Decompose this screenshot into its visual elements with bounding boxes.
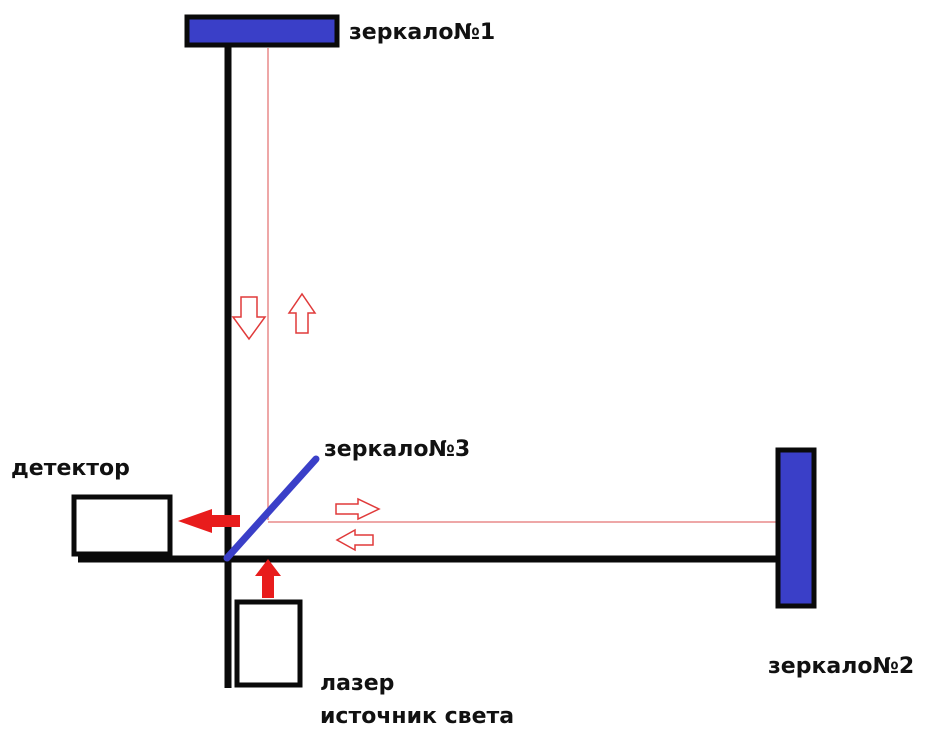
mirror-1-label: зеркало№1 bbox=[349, 20, 495, 45]
mirror-2 bbox=[775, 447, 817, 609]
down-arrow-icon bbox=[231, 296, 267, 341]
mirror-1 bbox=[184, 14, 340, 48]
laser-label: лазер bbox=[320, 671, 394, 696]
mirror-3-label: зеркало№3 bbox=[324, 437, 470, 462]
mirror-2-label: зеркало№2 bbox=[768, 654, 914, 679]
laser-beam-arrow bbox=[255, 559, 281, 598]
mirror-3-beam-splitter bbox=[223, 455, 320, 562]
detector-label: детектор bbox=[11, 456, 130, 481]
up-arrow-icon bbox=[287, 292, 317, 334]
left-arrow-icon bbox=[335, 528, 374, 552]
light-source-label: источник света bbox=[320, 704, 514, 729]
detector-box bbox=[71, 494, 173, 557]
laser-box bbox=[234, 599, 303, 688]
detector-beam-arrow bbox=[178, 509, 240, 533]
right-arrow-icon bbox=[335, 497, 381, 521]
